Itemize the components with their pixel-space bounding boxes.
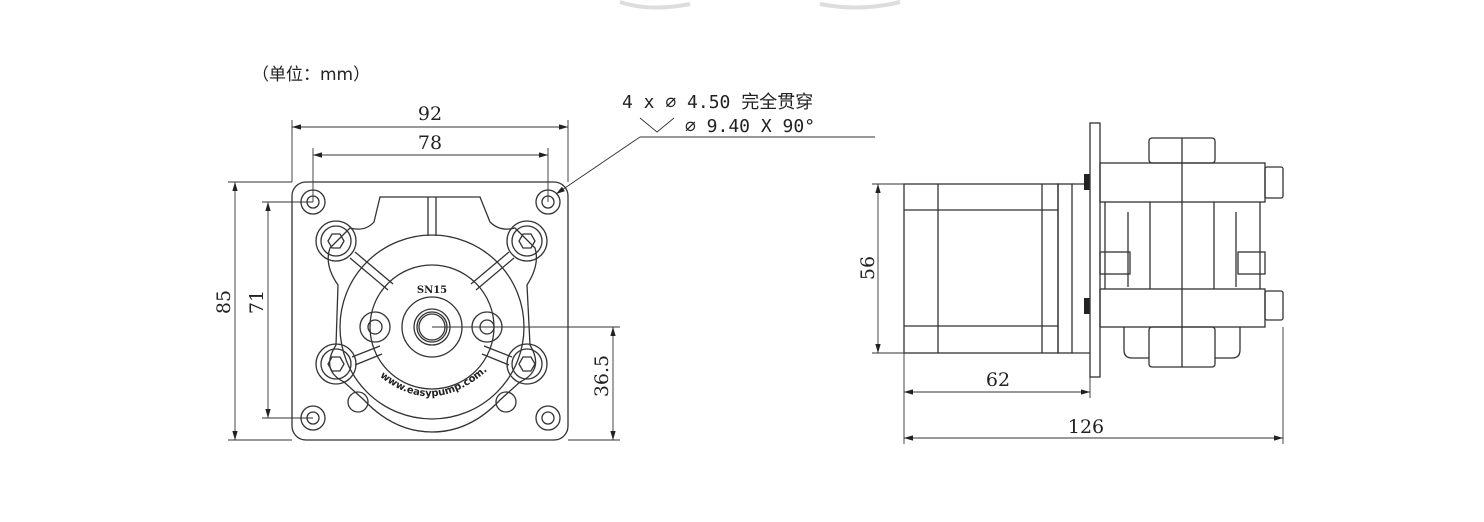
- dim-126: 126: [1068, 416, 1104, 438]
- side-view: 56 62 126: [857, 122, 1284, 444]
- dim-62: 62: [986, 369, 1010, 391]
- model-label: SN15: [417, 285, 447, 296]
- countersink-icon: [639, 117, 675, 133]
- hole-callout-line2: ∅ 9.40 X 90°: [685, 116, 815, 137]
- dim-56: 56: [857, 256, 879, 280]
- unit-label: （单位：mm）: [252, 65, 371, 85]
- dim-78: 78: [418, 132, 442, 154]
- bolts: [315, 220, 548, 385]
- mounting-flange: [1089, 122, 1101, 378]
- dim-71: 71: [246, 290, 268, 314]
- dim-85: 85: [213, 290, 235, 314]
- dim-92: 92: [418, 103, 442, 125]
- mounting-plate: [291, 181, 569, 441]
- hole-callout-line1: 4 x ∅ 4.50 完全贯穿: [622, 92, 813, 113]
- website-label: www.easypump.com.cn: [0, 0, 489, 399]
- dim-36-5: 36.5: [591, 355, 613, 397]
- front-view: SN15 www.easypump.com.cn 92 78 85 71 36.…: [0, 0, 875, 441]
